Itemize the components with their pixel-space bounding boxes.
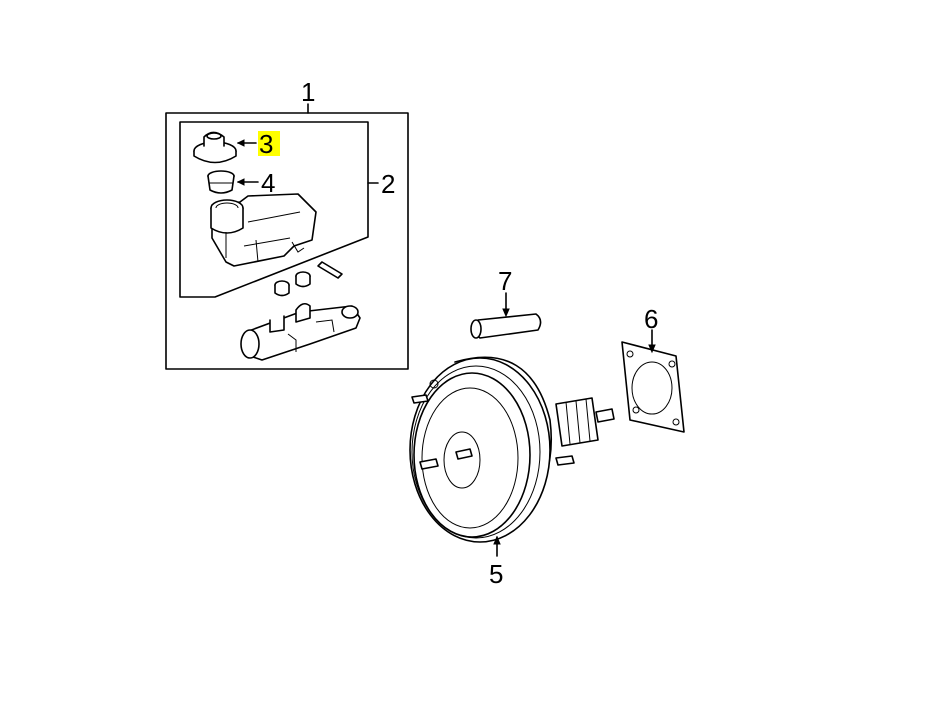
reservoir-cap-part[interactable] <box>193 131 257 164</box>
callout-7: 7 <box>498 266 512 296</box>
callout-3: 3 <box>259 129 273 159</box>
brake-booster-part[interactable] <box>409 356 615 557</box>
brake-fluid-reservoir-part[interactable] <box>210 193 317 267</box>
callout-4: 4 <box>261 168 275 198</box>
reservoir-strainer-part[interactable] <box>207 170 259 194</box>
retaining-pin-part[interactable] <box>317 261 343 279</box>
callout-3-highlight <box>258 131 280 156</box>
reservoir-subassembly-frame <box>179 121 379 298</box>
callout-1: 1 <box>301 77 315 107</box>
booster-gasket-part[interactable] <box>621 329 685 433</box>
callout-2: 2 <box>381 169 395 199</box>
assembly-frame <box>165 103 409 370</box>
grommet-part[interactable] <box>274 271 311 297</box>
vacuum-hose-part[interactable] <box>470 292 542 339</box>
callout-5: 5 <box>489 559 503 589</box>
master-cylinder-part[interactable] <box>240 302 361 361</box>
callout-6: 6 <box>644 304 658 334</box>
